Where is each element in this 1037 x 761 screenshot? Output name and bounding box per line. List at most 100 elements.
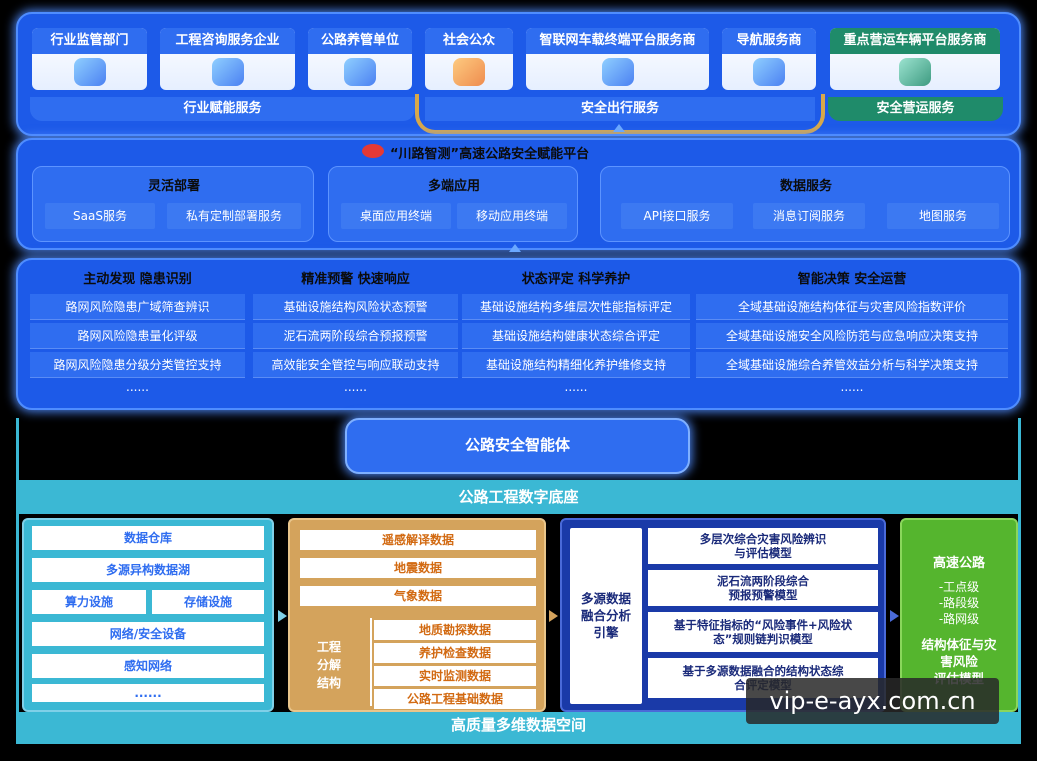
infra-item[interactable]: 感知网络 bbox=[32, 654, 264, 678]
engineering-sub-item[interactable]: 养护检查数据 bbox=[374, 643, 536, 663]
function-item[interactable]: 基础设施结构多维层次性能指标评定 bbox=[462, 294, 690, 320]
infra-item[interactable]: 多源异构数据湖 bbox=[32, 558, 264, 582]
arrow-up-icon bbox=[613, 124, 625, 132]
card-vehicle-terminal[interactable]: 智联网车载终端平台服务商 bbox=[526, 28, 709, 90]
function-item[interactable]: 路网风险隐患广域筛查辨识 bbox=[30, 294, 245, 320]
output-title: 高速公路 bbox=[932, 556, 985, 571]
output-level: -工点级 bbox=[938, 580, 980, 594]
fusion-engine-box[interactable]: 多源数据 融合分析 引擎 bbox=[570, 528, 642, 704]
infra-column: 数据仓库 多源异构数据湖 算力设施 存储设施 网络/安全设备 感知网络 ....… bbox=[22, 518, 274, 712]
message-subscription-button[interactable]: 消息订阅服务 bbox=[753, 203, 865, 229]
function-column-discovery: 主动发现 隐患识别 路网风险隐患广域筛查辨识 路网风险隐患量化评级 路网风险隐患… bbox=[30, 266, 245, 402]
truck-icon bbox=[899, 58, 931, 86]
card-public[interactable]: 社会公众 bbox=[425, 28, 513, 90]
function-item[interactable]: 基础设施结构风险状态预警 bbox=[253, 294, 458, 320]
infra-item[interactable]: 数据仓库 bbox=[32, 526, 264, 550]
function-column-title: 主动发现 隐患识别 bbox=[83, 272, 192, 287]
card-public-label: 社会公众 bbox=[425, 28, 513, 54]
function-ellipsis: ...... bbox=[126, 380, 149, 394]
engineering-breakdown-label: 工程 分解 结构 bbox=[316, 640, 341, 690]
infra-item[interactable]: 存储设施 bbox=[152, 590, 264, 614]
function-column-decision: 智能决策 安全运营 全域基础设施结构体征与灾害风险指数评价 全域基础设施安全风险… bbox=[696, 266, 1008, 402]
multi-terminal-group: 多端应用 桌面应用终端 移动应用终端 bbox=[328, 166, 578, 242]
arrow-right-icon bbox=[278, 610, 287, 622]
infra-item[interactable]: 网络/安全设备 bbox=[32, 622, 264, 646]
desktop-terminal-button[interactable]: 桌面应用终端 bbox=[341, 203, 451, 229]
industry-enablement-band: 行业赋能服务 bbox=[30, 97, 415, 121]
saas-service-button[interactable]: SaaS服务 bbox=[45, 203, 155, 229]
deploy-group-title: 灵活部署 bbox=[147, 179, 200, 194]
function-item[interactable]: 全域基础设施结构体征与灾害风险指数评价 bbox=[696, 294, 1008, 320]
engineering-data-column: 遥感解译数据 地震数据 气象数据 工程 分解 结构 地质勘探数据 养护检查数据 … bbox=[288, 518, 546, 712]
card-maintenance[interactable]: 公路养管单位 bbox=[308, 28, 412, 90]
model-item[interactable]: 基于特征指标的“风险事件+风险状 态”规则链判识模型 bbox=[648, 612, 878, 652]
function-ellipsis: ...... bbox=[564, 380, 588, 394]
watermark: vip-e-ayx.com.cn bbox=[746, 678, 999, 724]
card-regulator-label: 行业监管部门 bbox=[32, 28, 147, 54]
card-consulting-label: 工程咨询服务企业 bbox=[160, 28, 295, 54]
multi-terminal-group-title: 多端应用 bbox=[427, 179, 480, 194]
function-column-warning: 精准预警 快速响应 基础设施结构风险状态预警 泥石流两阶段综合预报预警 高效能安… bbox=[253, 266, 458, 402]
platform-title: “川路智测”高速公路安全赋能平台 bbox=[390, 147, 590, 162]
function-column-title: 状态评定 科学养护 bbox=[521, 272, 631, 287]
card-fleet-label: 重点营运车辆平台服务商 bbox=[830, 28, 1000, 54]
arrow-right-icon bbox=[890, 610, 899, 622]
function-item[interactable]: 路网风险隐患量化评级 bbox=[30, 323, 245, 349]
infra-item[interactable]: 算力设施 bbox=[32, 590, 146, 614]
vehicle-terminal-icon bbox=[601, 58, 634, 86]
supervision-icon bbox=[73, 58, 106, 86]
function-item[interactable]: 全域基础设施综合养管效益分析与科学决策支持 bbox=[696, 352, 1008, 378]
function-ellipsis: ...... bbox=[840, 380, 864, 394]
card-navigation[interactable]: 导航服务商 bbox=[722, 28, 816, 90]
card-vehicle-terminal-label: 智联网车载终端平台服务商 bbox=[526, 28, 709, 54]
model-item[interactable]: 泥石流两阶段综合 预报预警模型 bbox=[648, 570, 878, 606]
navigation-icon bbox=[753, 58, 785, 86]
card-navigation-label: 导航服务商 bbox=[722, 28, 816, 54]
private-deploy-button[interactable]: 私有定制部署服务 bbox=[167, 203, 301, 229]
safe-travel-band: 安全出行服务 bbox=[425, 97, 815, 121]
engineering-data-item[interactable]: 气象数据 bbox=[300, 586, 536, 606]
function-item[interactable]: 路网风险隐患分级分类管控支持 bbox=[30, 352, 245, 378]
deploy-group: 灵活部署 SaaS服务 私有定制部署服务 bbox=[32, 166, 314, 242]
platform-logo-icon bbox=[362, 144, 384, 158]
card-consulting[interactable]: 工程咨询服务企业 bbox=[160, 28, 295, 90]
map-service-button[interactable]: 地图服务 bbox=[887, 203, 999, 229]
agent-label: 公路安全智能体 bbox=[464, 436, 570, 454]
function-item[interactable]: 基础设施结构精细化养护维修支持 bbox=[462, 352, 690, 378]
card-regulator[interactable]: 行业监管部门 bbox=[32, 28, 147, 90]
function-item[interactable]: 泥石流两阶段综合预报预警 bbox=[253, 323, 458, 349]
function-item[interactable]: 高效能安全管控与响应联动支持 bbox=[253, 352, 458, 378]
model-item[interactable]: 多层次综合灾害风险辨识 与评估模型 bbox=[648, 528, 878, 564]
function-column-title: 智能决策 安全运营 bbox=[797, 272, 907, 287]
highway-safety-agent[interactable]: 公路安全智能体 bbox=[345, 418, 690, 474]
function-ellipsis: ...... bbox=[344, 380, 367, 394]
output-level: -路网级 bbox=[938, 612, 980, 626]
engineering-sub-item[interactable]: 公路工程基础数据 bbox=[374, 689, 536, 709]
data-service-group-title: 数据服务 bbox=[779, 179, 832, 194]
watermark-text: vip-e-ayx.com.cn bbox=[769, 687, 976, 715]
engineering-sub-item[interactable]: 地质勘探数据 bbox=[374, 620, 536, 640]
engineering-data-item[interactable]: 地震数据 bbox=[300, 558, 536, 578]
building-icon bbox=[211, 58, 244, 86]
digital-base-band: 公路工程数字底座 bbox=[16, 480, 1021, 514]
fusion-engine-label: 多源数据 融合分析 引擎 bbox=[580, 591, 631, 640]
data-service-group: 数据服务 API接口服务 消息订阅服务 地图服务 bbox=[600, 166, 1010, 242]
person-icon bbox=[453, 58, 485, 86]
api-service-button[interactable]: API接口服务 bbox=[621, 203, 733, 229]
card-maintenance-label: 公路养管单位 bbox=[308, 28, 412, 54]
arrow-up-icon bbox=[509, 244, 521, 252]
safe-operation-band: 安全营运服务 bbox=[828, 97, 1003, 121]
function-column-assessment: 状态评定 科学养护 基础设施结构多维层次性能指标评定 基础设施结构健康状态综合评… bbox=[462, 266, 690, 402]
arrow-right-icon bbox=[549, 610, 558, 622]
maintenance-icon bbox=[344, 58, 376, 86]
function-column-title: 精准预警 快速响应 bbox=[301, 272, 410, 287]
card-fleet[interactable]: 重点营运车辆平台服务商 bbox=[830, 28, 1000, 90]
engineering-sub-item[interactable]: 实时监测数据 bbox=[374, 666, 536, 686]
function-item[interactable]: 全域基础设施安全风险防范与应急响应决策支持 bbox=[696, 323, 1008, 349]
digital-base-frame bbox=[16, 418, 1021, 744]
infra-item: ...... bbox=[32, 684, 264, 702]
function-item[interactable]: 基础设施结构健康状态综合评定 bbox=[462, 323, 690, 349]
mobile-terminal-button[interactable]: 移动应用终端 bbox=[457, 203, 567, 229]
engineering-data-item[interactable]: 遥感解译数据 bbox=[300, 530, 536, 550]
engineering-breakdown-frame bbox=[370, 618, 536, 706]
